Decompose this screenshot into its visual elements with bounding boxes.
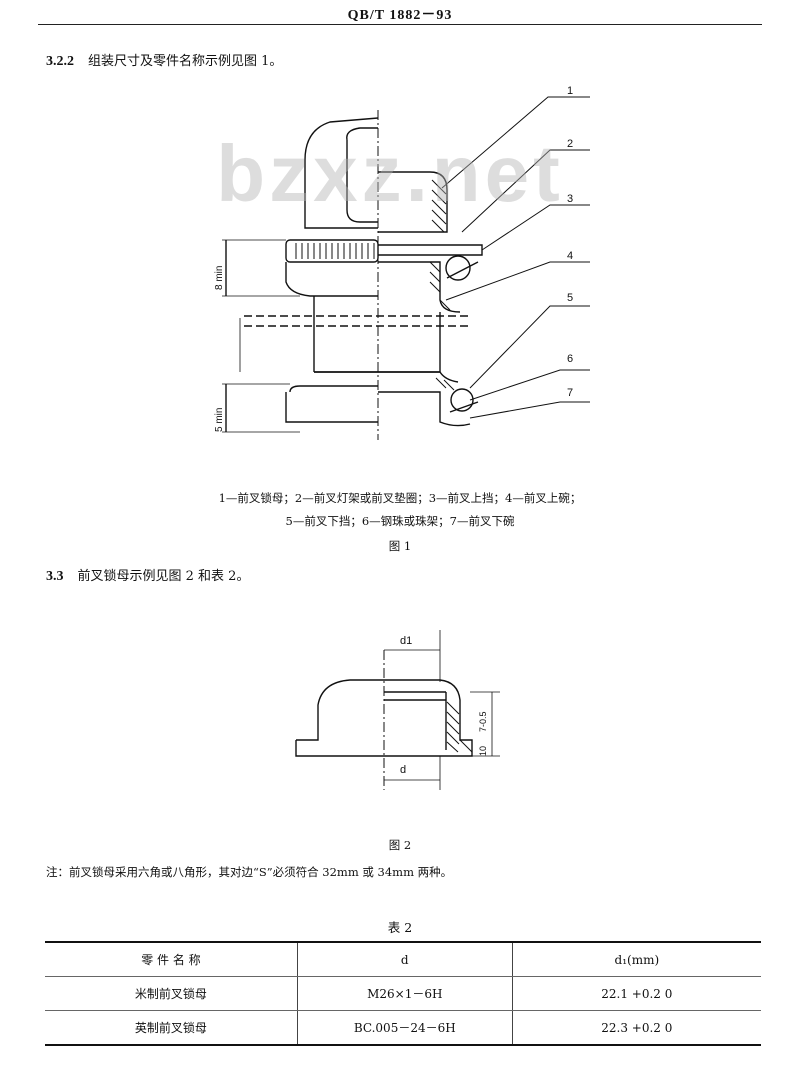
clause-number: 3.2.2 [46,54,74,69]
table-2-title: 表 2 [387,920,413,935]
callout-6: 6 [567,353,573,365]
figure-1-caption-line-1: 1—前叉锁母；2—前叉灯架或前叉垫圈；3—前叉上挡；4—前叉上碗； [218,491,582,505]
dim-d1: d1 [400,635,412,647]
header-d1: d₁(mm) [511,942,761,977]
dim-d: d [400,764,406,776]
clause-number: 3.3 [46,569,64,584]
figure-2-label: 图 2 [388,838,412,852]
dim-bottom-min: 5 min [214,408,225,432]
header-rule [38,24,762,25]
cell-d: M26×1－6H [296,976,513,1011]
callout-7: 7 [567,387,573,399]
clause-text: 组装尺寸及零件名称示例见图 1。 [88,54,283,69]
table-row: 英制前叉锁母 BC.005－24－6H 22.3 +0.2 0 [45,1010,761,1046]
figure-1-caption-line-2: 5—前叉下挡；6—钢珠或珠架；7—前叉下碗 [285,514,515,528]
dim-top-min: 8 min [214,266,225,290]
clause-3-2-2: 3.2.2 组装尺寸及零件名称示例见图 1。 [46,50,282,70]
standard-number: QB/T 1882－93 [347,8,453,23]
table-header-row: 零 件 名 称 d d₁(mm) [45,942,761,977]
cell-d: BC.005－24－6H [296,1010,513,1046]
clause-text: 前叉锁母示例见图 2 和表 2。 [77,569,250,584]
figure-1-drawing: 1 2 3 4 5 6 7 8 min 5 min [214,85,590,440]
figure-1-label: 图 1 [388,539,412,553]
callout-3: 3 [567,193,573,205]
dim-flange: 10 [478,746,488,756]
cell-d1: 22.3 +0.2 0 [511,1010,761,1046]
figure-2-drawing: d1 d 7-0.5 10 [295,630,500,790]
table-row: 米制前叉锁母 M26×1－6H 22.1 +0.2 0 [45,976,761,1011]
table-2: 零 件 名 称 d d₁(mm) 米制前叉锁母 M26×1－6H 22.1 +0… [45,941,761,1046]
note: 注：前叉锁母采用六角或八角形，其对边“S”必须符合 32mm 或 34mm 两种… [46,865,453,879]
clause-3-3: 3.3 前叉锁母示例见图 2 和表 2。 [46,565,249,585]
callout-5: 5 [567,292,573,304]
header-d: d [296,942,513,977]
header-part-name: 零 件 名 称 [45,942,298,977]
callout-4: 4 [567,250,573,262]
cell-part-name: 英制前叉锁母 [45,1010,298,1046]
callout-1: 1 [567,85,573,97]
cell-part-name: 米制前叉锁母 [45,976,298,1011]
cell-d1: 22.1 +0.2 0 [511,976,761,1011]
watermark: bzxz.net [216,129,564,218]
callout-2: 2 [567,138,573,150]
dim-height: 7-0.5 [478,711,488,732]
